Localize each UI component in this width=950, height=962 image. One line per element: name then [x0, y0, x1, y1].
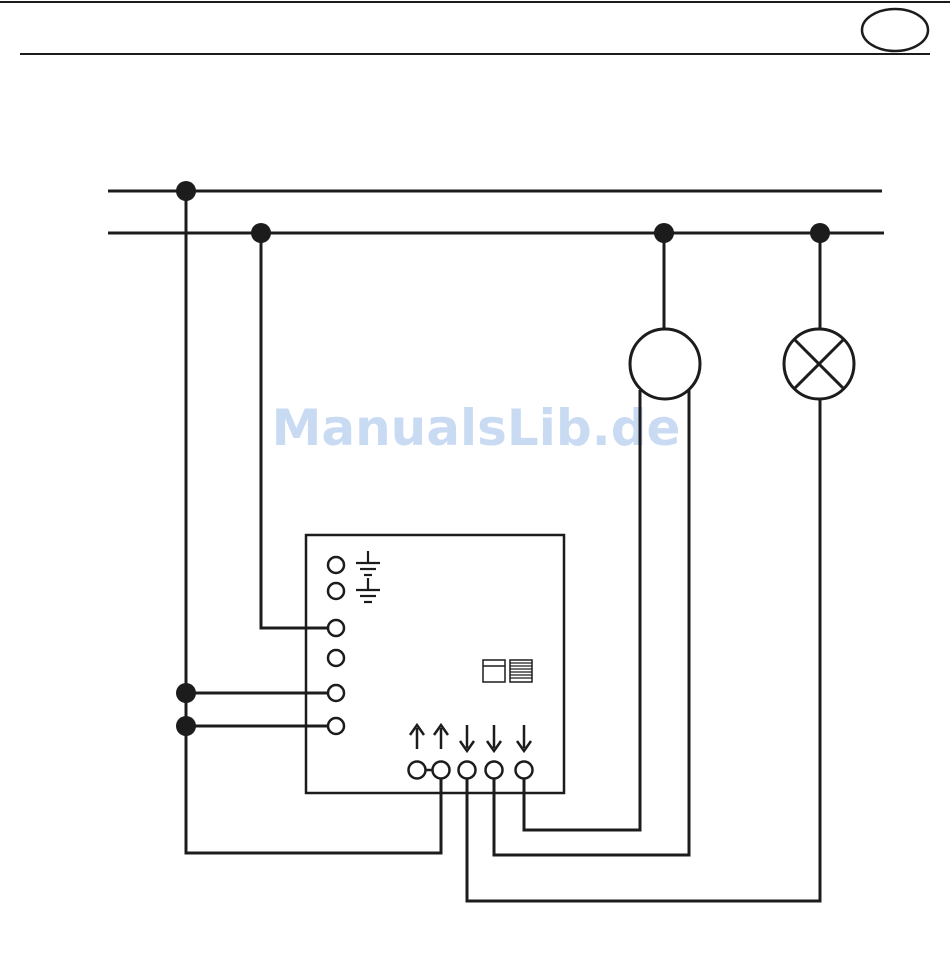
junction-node [810, 223, 830, 243]
window-blind-icon [510, 660, 532, 682]
wire-top-bus-to-bottom [186, 191, 441, 853]
arrow-up-icon [410, 725, 424, 749]
junction-node [176, 716, 196, 736]
terminal-ground-1 [328, 557, 344, 573]
terminal-ground-2 [328, 583, 344, 599]
terminal-6 [328, 718, 344, 734]
junction-node [176, 181, 196, 201]
terminal-up-2 [433, 762, 450, 779]
terminal-5 [328, 685, 344, 701]
arrow-down-icon [460, 725, 474, 751]
arrow-down-icon [487, 725, 501, 751]
terminal-down-1 [459, 762, 476, 779]
junction-node [176, 683, 196, 703]
wire-lamp-to-terminal [467, 399, 820, 901]
lamp-cross-icon [784, 329, 854, 399]
watermark-text: ManualsLib.de [272, 399, 681, 457]
terminal-4 [328, 650, 344, 666]
terminal-up-1 [409, 762, 426, 779]
header-language-badge [862, 9, 928, 51]
earth-ground-icon [356, 578, 380, 602]
terminal-3 [328, 620, 344, 636]
terminal-down-3 [516, 762, 533, 779]
arrow-up-icon [434, 725, 448, 749]
earth-ground-icon [356, 551, 380, 575]
terminal-down-2 [486, 762, 503, 779]
window-blind-icon [483, 660, 505, 682]
arrow-down-icon [517, 725, 531, 751]
motor-circle-icon [630, 329, 700, 399]
junction-node [251, 223, 271, 243]
junction-node [654, 223, 674, 243]
